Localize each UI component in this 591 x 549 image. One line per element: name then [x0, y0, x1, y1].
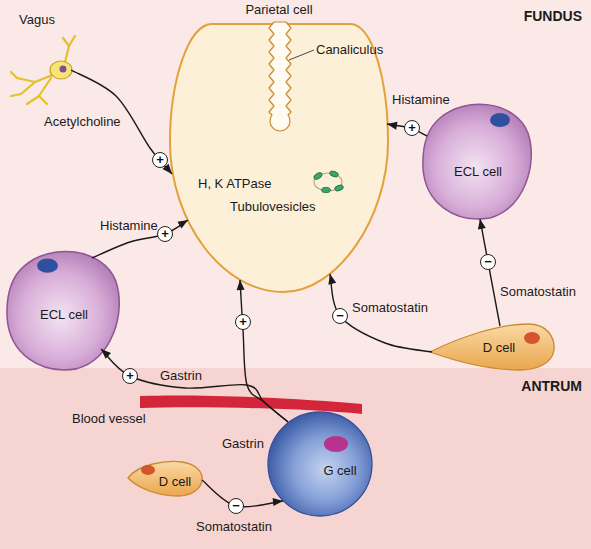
d-cell-outline — [128, 462, 202, 496]
neuron-branch — [21, 82, 35, 94]
neuron-branch — [39, 96, 47, 104]
canaliculus — [269, 22, 291, 131]
structure-label: Canaliculus — [316, 42, 400, 57]
ecl-cell-shape — [420, 98, 532, 222]
neuron-branch — [17, 78, 35, 82]
d-cell: D cell — [126, 458, 204, 498]
arrow-head — [163, 164, 173, 174]
cell-label: D cell — [150, 474, 200, 489]
enzyme-label: H, K ATPase — [198, 176, 294, 191]
region-band: ANTRUM G cell D cell — [0, 368, 591, 549]
ecl-shape — [7, 251, 119, 369]
d-cell-outline — [430, 324, 554, 370]
nerve-label: Vagus — [19, 12, 69, 27]
tubulovesicle — [322, 187, 331, 192]
cell-nucleus — [324, 436, 348, 452]
neuron-branch — [65, 46, 69, 62]
signal-arrow — [237, 280, 288, 422]
cell-title: Parietal cell — [219, 2, 339, 17]
d-cell: D cell — [428, 318, 556, 374]
neuron-branch — [27, 96, 39, 104]
neuron-branch — [39, 78, 51, 96]
tubulovesicle — [329, 170, 339, 178]
arrow-line — [387, 124, 427, 136]
arrow-head — [237, 280, 245, 290]
arrow-head — [328, 274, 336, 285]
arrow-head — [101, 349, 111, 359]
cell-label: D cell — [472, 340, 526, 355]
neuron-branch — [63, 38, 69, 46]
ecl-outline — [7, 251, 119, 369]
signal-arrow — [478, 219, 500, 326]
leader-line — [289, 50, 314, 60]
ecl-shape — [423, 104, 531, 219]
arrow-line — [330, 274, 432, 352]
signal-arrow — [101, 349, 288, 422]
parietal-cell: Parietal cellCanaliculusH, K ATPaseTubul… — [168, 2, 390, 296]
neuron-branch — [11, 94, 21, 96]
arrow-line — [202, 480, 283, 507]
tubulovesicle — [334, 184, 344, 192]
g-cell: G cell — [266, 410, 374, 518]
arrow-head — [478, 219, 486, 230]
ecl-outline — [423, 104, 531, 219]
g-cell-outline — [268, 412, 372, 516]
signal-arrow — [328, 274, 432, 352]
arrow-head — [387, 122, 398, 130]
arrow-line — [92, 220, 188, 258]
arrow-head — [177, 220, 188, 229]
region-title: FUNDUS — [470, 8, 582, 25]
cell-label: ECL cell — [22, 307, 106, 322]
structure-label: Tubulovesicles — [230, 199, 334, 214]
cell-nucleus — [490, 113, 510, 127]
cell-nucleus — [524, 332, 540, 344]
ecl-cell: ECL cell — [420, 98, 532, 222]
arrow-line — [101, 349, 288, 422]
g-cell-shape — [266, 410, 374, 518]
cell-label: ECL cell — [438, 164, 518, 179]
region-title: ANTRUM — [470, 378, 582, 395]
signal-arrow — [92, 220, 188, 258]
cell-label: G cell — [310, 463, 370, 478]
cell-nucleus — [37, 258, 58, 272]
arrow-line — [71, 70, 172, 174]
arrow-line — [240, 280, 288, 422]
signal-arrow — [202, 480, 283, 507]
neuron-body — [50, 61, 72, 79]
signal-arrow — [387, 122, 427, 136]
neuron-branch — [11, 72, 17, 78]
region-band: FUNDUSVagusParietal cellCanaliculusH, K … — [0, 0, 591, 368]
arrow-head — [273, 498, 283, 506]
neuron-nucleus — [60, 66, 67, 73]
signal-arrow — [71, 70, 172, 174]
arrow-line — [480, 219, 500, 326]
vagus-neuron: Vagus — [5, 12, 73, 102]
tubulovesicle — [313, 171, 323, 180]
ecl-cell: ECL cell — [4, 245, 120, 373]
neuron-branch — [69, 36, 75, 46]
cell-nucleus — [141, 465, 155, 475]
